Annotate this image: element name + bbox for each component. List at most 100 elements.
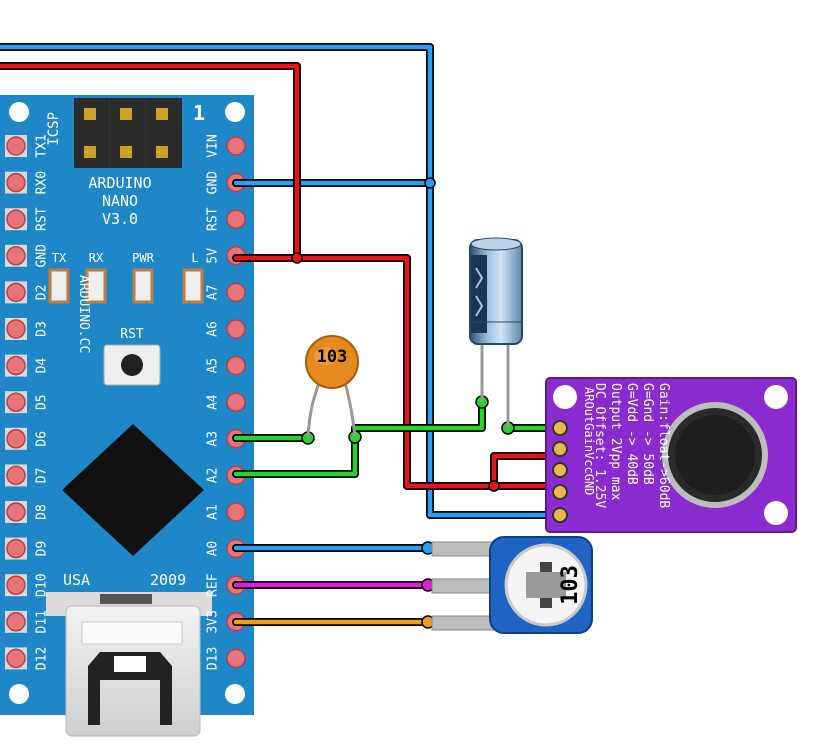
pin-label-ref: REF <box>206 573 221 597</box>
mic-pin-out[interactable] <box>552 441 568 457</box>
pin-label-d2: D2 <box>35 285 50 301</box>
mic-pin-gnd[interactable] <box>552 507 568 523</box>
pin-d13[interactable] <box>226 648 246 669</box>
wires <box>0 43 564 626</box>
pin-label-5v: 5V <box>206 248 221 264</box>
wire-blue-top <box>0 44 433 186</box>
mic-pin-label-gain: Gain <box>582 423 596 452</box>
led-l <box>182 268 204 304</box>
pin-d6[interactable] <box>6 429 26 449</box>
pin-label-d5: D5 <box>35 394 50 410</box>
mic-pin-label-vcc: Vcc <box>582 452 596 474</box>
wire-5v <box>233 255 563 489</box>
mic-pin-label-out: Out <box>582 401 596 423</box>
pin-d8[interactable] <box>6 502 26 522</box>
pin-d2[interactable] <box>6 282 26 303</box>
pin-label-d7: D7 <box>35 468 50 484</box>
pin-d9[interactable] <box>6 538 26 559</box>
rst-button-label: RST <box>120 327 144 342</box>
mic-spec-line-5: DC Offset: 1.25V <box>592 383 607 508</box>
pin-label-rst: RST <box>206 207 221 231</box>
pin-label-a7: A7 <box>206 285 221 301</box>
pin-label-rx0: RX0 <box>35 171 50 194</box>
board-name-line1: ARDUINO <box>88 174 151 192</box>
board-name-line2: NANO <box>102 192 138 210</box>
pin-rst[interactable] <box>226 209 246 229</box>
pin-label-gnd: GND <box>206 171 221 195</box>
potentiometer-marking: 103 <box>558 565 583 605</box>
pin-d10[interactable] <box>6 575 26 595</box>
mic-spec-line-3: G=Vdd -> 40dB <box>624 383 639 485</box>
pin-label-tx1: TX1 <box>35 134 50 157</box>
pin-d11[interactable] <box>6 612 26 632</box>
board-name-line3: V3.0 <box>102 210 138 228</box>
pin-d3[interactable] <box>6 319 26 339</box>
pin-a7[interactable] <box>226 282 246 303</box>
pin-label-d10: D10 <box>35 573 50 596</box>
icsp-header: ICSP 1 <box>46 98 205 168</box>
pin-label-3v3: 3V3 <box>206 610 221 633</box>
mounting-hole <box>9 102 29 122</box>
pin-a5[interactable] <box>226 355 246 376</box>
ceramic-capacitor-code: 103 <box>317 347 348 367</box>
mic-pin-label-gnd: GND <box>582 474 596 496</box>
country-label: USA <box>63 571 90 589</box>
mic-pin-gain[interactable] <box>552 462 568 478</box>
mic-pin-label-ar: AR <box>582 387 596 402</box>
led-pwr <box>132 268 154 304</box>
reset-button-cap[interactable] <box>121 354 143 376</box>
wire-red-top <box>0 63 300 261</box>
pin-rst[interactable] <box>6 209 26 229</box>
pin-label-a1: A1 <box>206 504 221 520</box>
pin-tx1[interactable] <box>6 136 26 156</box>
mic-pin-vcc[interactable] <box>552 484 568 500</box>
wire-gnd-outline <box>232 179 564 519</box>
pin-d12[interactable] <box>6 648 26 669</box>
pin-a1[interactable] <box>226 502 246 522</box>
mic-pin-ar[interactable] <box>552 420 568 436</box>
pin-d7[interactable] <box>6 465 26 486</box>
electrolytic-capacitor <box>469 237 523 428</box>
mounting-hole <box>764 385 788 409</box>
led-label-l: L <box>191 251 198 265</box>
pin-d4[interactable] <box>6 355 26 376</box>
pin-label-d12: D12 <box>35 647 50 670</box>
pin-d5[interactable] <box>6 392 26 412</box>
pin-label-d6: D6 <box>35 431 50 447</box>
mounting-hole <box>764 501 788 525</box>
wire-gnd <box>233 180 563 518</box>
mic-pin-labels: AROutGainVccGND <box>582 387 596 495</box>
icsp-pin1-label: 1 <box>193 101 205 125</box>
pin-label-d8: D8 <box>35 504 50 520</box>
pin-label-d3: D3 <box>35 321 50 337</box>
pin-label-a6: A6 <box>206 321 221 337</box>
year-label: 2009 <box>150 571 186 589</box>
pin-vin[interactable] <box>226 136 246 156</box>
pin-gnd[interactable] <box>6 246 26 266</box>
usb-connector <box>46 592 212 737</box>
led-rx <box>85 268 107 304</box>
mic-spec-line-1: Gain:float->60dB <box>656 383 671 508</box>
mounting-hole <box>9 684 29 704</box>
mounting-hole <box>553 385 577 409</box>
mic-spec-line-4: Output 2Vpp max <box>608 383 623 501</box>
mounting-hole <box>225 102 245 122</box>
pin-label-a0: A0 <box>206 541 221 557</box>
pin-a4[interactable] <box>226 392 246 412</box>
pin-label-d4: D4 <box>35 358 50 374</box>
wire-gain <box>491 453 563 489</box>
pin-label-d9: D9 <box>35 541 50 557</box>
mounting-hole <box>225 684 245 704</box>
pin-label-a4: A4 <box>206 394 221 410</box>
website-label: ARDUINO.CC <box>76 275 91 353</box>
led-tx <box>48 268 70 304</box>
mcu-chip <box>62 424 204 556</box>
wire-junctions <box>291 177 515 629</box>
pin-rx0[interactable] <box>6 172 26 193</box>
pin-a6[interactable] <box>226 319 246 339</box>
